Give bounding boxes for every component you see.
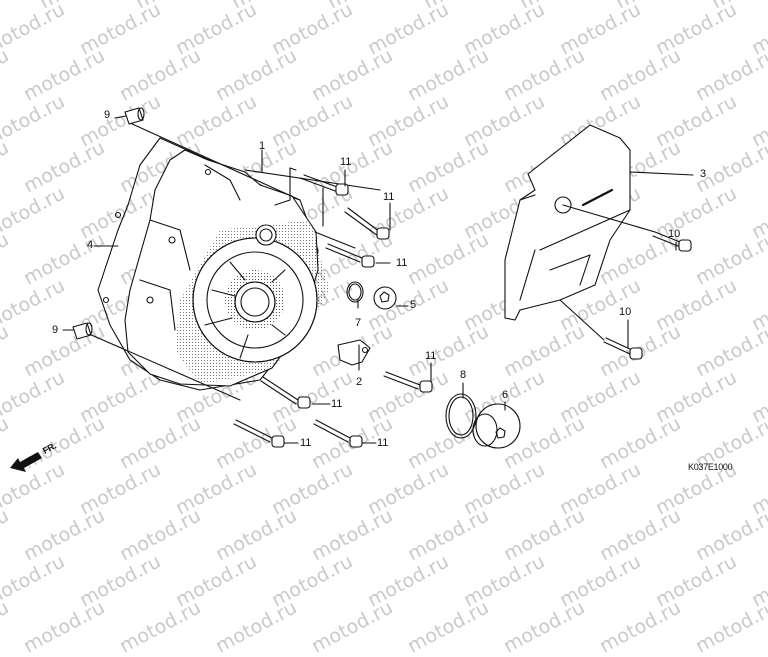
callout-10: 10 xyxy=(668,228,681,240)
callout-2: 2 xyxy=(356,376,363,388)
watermark: motod.ru xyxy=(692,596,768,657)
callout-11: 11 xyxy=(331,398,343,410)
watermark: motod.ru xyxy=(500,596,589,657)
callout-5: 5 xyxy=(410,299,417,311)
bolt-group-11 xyxy=(233,174,433,448)
callout-11: 11 xyxy=(377,437,389,449)
watermark: motod.ru xyxy=(404,596,493,657)
callout-9: 9 xyxy=(52,324,59,336)
callout-6: 6 xyxy=(502,389,509,401)
front-direction-arrow-icon xyxy=(10,452,42,472)
diagram-code: K037E1000 xyxy=(688,462,733,472)
watermark: motod.ru xyxy=(308,596,397,657)
callout-4: 4 xyxy=(87,239,94,251)
callout-11: 11 xyxy=(383,191,395,203)
callout-8: 8 xyxy=(460,369,467,381)
callout-11: 11 xyxy=(300,437,312,449)
watermark: motod.ru xyxy=(596,596,685,657)
callout-10: 10 xyxy=(619,306,632,318)
watermark: motod.ru xyxy=(212,596,301,657)
callout-11: 11 xyxy=(396,257,408,269)
diagram-drawing xyxy=(10,107,694,472)
callout-1: 1 xyxy=(259,140,266,152)
callout-3: 3 xyxy=(700,168,707,180)
callout-11: 11 xyxy=(425,350,437,362)
watermark: motod.ru xyxy=(20,596,109,657)
callout-9: 9 xyxy=(104,109,111,121)
callout-7: 7 xyxy=(355,317,362,329)
sprocket-cover-part-3 xyxy=(504,124,631,321)
watermark: motod.ru xyxy=(0,596,13,657)
callout-11: 11 xyxy=(340,156,352,168)
watermark: motod.ru xyxy=(116,596,205,657)
